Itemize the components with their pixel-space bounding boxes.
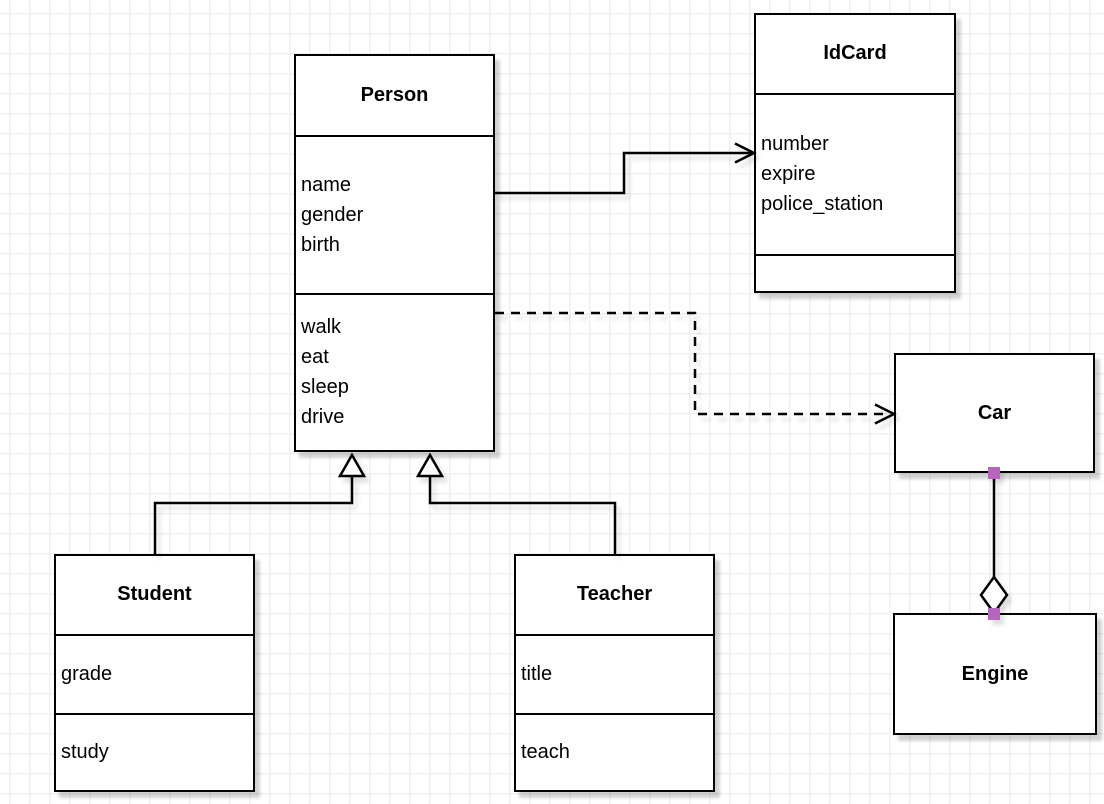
class-person-methods: walk eat sleep drive: [296, 292, 493, 451]
class-person-title: Person: [360, 83, 429, 106]
class-teacher-attributes: title: [516, 633, 713, 713]
class-car-title: Car: [977, 401, 1012, 424]
class-person[interactable]: Person name gender birth walk eat sleep …: [294, 54, 495, 452]
hollow-triangle-arrowhead: [337, 452, 367, 478]
method: study: [61, 741, 109, 764]
class-student-attributes: grade: [56, 633, 253, 713]
connection-point-marker: [988, 467, 1000, 479]
attribute: gender: [301, 203, 364, 226]
method: sleep: [301, 376, 349, 399]
class-car[interactable]: Car: [894, 353, 1095, 473]
method: walk: [301, 316, 342, 339]
class-idcard-methods: [756, 253, 954, 292]
attribute: grade: [61, 663, 113, 685]
hollow-triangle-arrowhead: [415, 452, 445, 478]
hollow-diamond: [979, 574, 1009, 616]
class-student-title: Student: [117, 583, 192, 606]
attribute: title: [521, 663, 553, 685]
attribute: name: [301, 173, 352, 196]
edge-association-person-idcard[interactable]: [495, 142, 757, 195]
class-engine[interactable]: Engine: [893, 613, 1097, 735]
open-arrowhead: [874, 403, 897, 425]
class-person-attributes: name gender birth: [296, 134, 493, 293]
class-teacher[interactable]: Teacher title teach: [514, 554, 715, 792]
attribute: number: [761, 133, 829, 155]
method: drive: [301, 406, 345, 429]
edge-aggregation-car-engine[interactable]: [979, 467, 1009, 620]
edge-dependency-person-car[interactable]: [495, 311, 897, 425]
class-idcard[interactable]: IdCard number expire police_station: [754, 13, 956, 293]
class-engine-title: Engine: [961, 662, 1029, 685]
edge-generalization-teacher-person[interactable]: [415, 452, 617, 554]
method: eat: [301, 346, 329, 369]
class-idcard-title: IdCard: [823, 42, 887, 65]
class-idcard-attributes: number expire police_station: [756, 92, 954, 254]
method: teach: [521, 741, 570, 764]
connection-point-marker: [988, 608, 1000, 620]
class-student[interactable]: Student grade study: [54, 554, 255, 792]
class-teacher-methods: teach: [516, 712, 713, 791]
attribute: police_station: [761, 193, 884, 215]
class-student-methods: study: [56, 712, 253, 791]
class-teacher-title: Teacher: [576, 583, 653, 606]
edge-generalization-student-person[interactable]: [153, 452, 367, 554]
attribute: expire: [761, 163, 816, 185]
open-arrowhead: [734, 142, 757, 164]
attribute: birth: [301, 233, 340, 256]
